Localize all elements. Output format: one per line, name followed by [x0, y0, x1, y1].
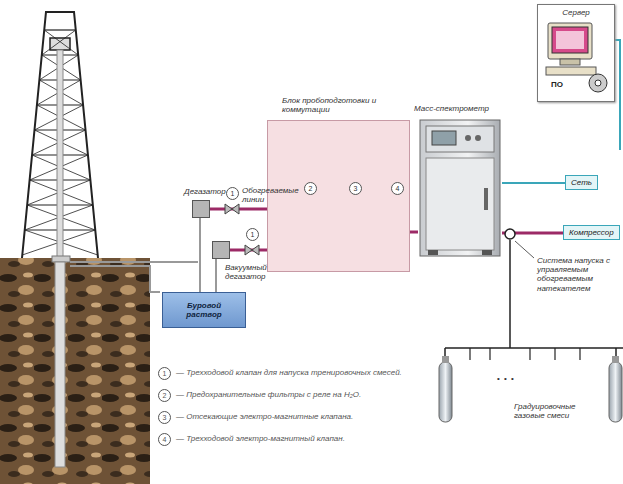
note-label: • • • — [497, 374, 527, 383]
compressor-box: Компрессор — [563, 225, 620, 240]
note-label: Система напуска с управляемым обогреваем… — [537, 256, 621, 293]
drilling-mud-box: Буровой раствор — [162, 292, 246, 328]
computer-icon — [538, 19, 614, 99]
node-label: Масс-спектрометр — [414, 104, 489, 113]
node-label: Вакуумный дегазатор — [225, 263, 277, 281]
note-label: — Трехходовой электро-магнитный клапан. — [176, 434, 406, 443]
note-label: ПО — [551, 80, 571, 89]
inlet-valve — [505, 229, 515, 239]
connector — [216, 259, 217, 292]
well-pipe — [52, 50, 198, 467]
note-label: — Отсекающие электро-магнитные клапана. — [176, 412, 406, 421]
note-label: Обогреваемые линии — [242, 186, 304, 204]
callout-number: 4 — [158, 433, 171, 446]
network-box: Сеть — [565, 175, 598, 190]
callout-number: 3 — [349, 182, 362, 195]
connector — [200, 218, 201, 292]
node-label: Дегазатор — [184, 187, 226, 196]
callout-number: 4 — [391, 182, 404, 195]
server-box: Сервер — [537, 4, 615, 102]
callout-number: 1 — [158, 367, 171, 380]
callout-number: 2 — [158, 389, 171, 402]
callout-number: 1 — [246, 228, 259, 241]
callout-number: 3 — [158, 411, 171, 424]
connector — [410, 232, 418, 233]
rock-ground — [0, 258, 150, 484]
mass-spectrometer: Масс-спектрометр — [418, 118, 502, 258]
node-label: Буровой раствор — [175, 301, 233, 319]
node-label: Блок пробоподготовки и коммутации — [282, 96, 392, 114]
note-label: — Трехходовой клапан для напуска трениро… — [176, 368, 406, 377]
connector — [502, 183, 565, 184]
manifold-taps — [470, 348, 580, 360]
node-label: Компрессор — [569, 228, 614, 237]
gas-cylinders — [439, 348, 622, 422]
sample-prep-block: Блок пробоподготовки и коммутации — [267, 120, 410, 272]
note-label: — Предохранительные фильтры с реле на H₂… — [176, 390, 406, 399]
spectrometer-cabinet — [418, 118, 502, 258]
note-label: Градуировочные газовые смеси — [514, 402, 594, 420]
vacuum-degasser: Вакуумный дегазатор — [212, 241, 230, 259]
degasser: Дегазатор — [192, 200, 210, 218]
node-label: Сервер — [538, 8, 614, 17]
callout-number: 1 — [226, 187, 239, 200]
node-label: Сеть — [571, 178, 592, 187]
callout-number: 2 — [304, 182, 317, 195]
server-link — [615, 40, 620, 150]
drilling-derrick — [22, 12, 98, 258]
